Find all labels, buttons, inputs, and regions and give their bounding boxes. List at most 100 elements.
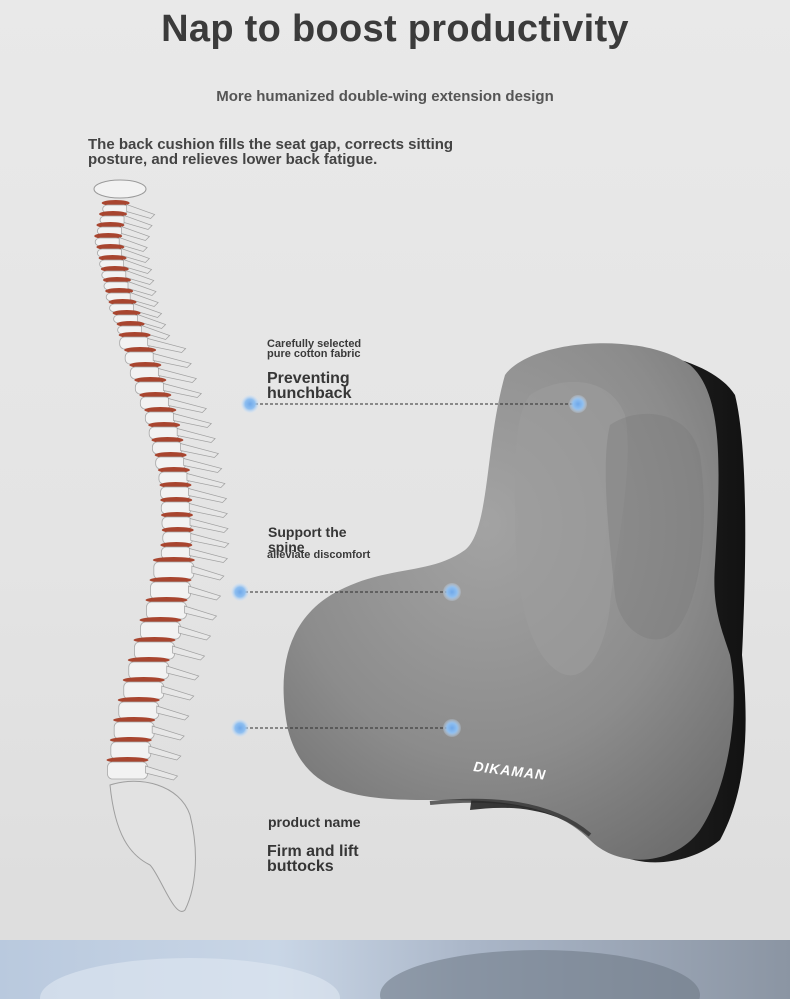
spinous-process xyxy=(180,443,220,458)
spine-illustration xyxy=(80,175,270,920)
vertebra xyxy=(128,661,170,680)
spinous-process xyxy=(121,226,151,241)
spinal-disc xyxy=(151,437,184,443)
spinal-disc xyxy=(160,542,193,548)
cushion-shadow-right xyxy=(605,413,704,640)
vertebra xyxy=(146,601,187,620)
spinous-process xyxy=(191,565,225,581)
vertebra xyxy=(110,741,152,760)
sacrum xyxy=(109,780,196,912)
vertebra xyxy=(113,721,155,740)
spinal-disc xyxy=(154,452,187,458)
spinal-disc xyxy=(109,737,152,743)
spinal-disc xyxy=(116,321,145,327)
label-buttocks: Firm and lift buttocks xyxy=(267,843,359,875)
spinal-disc xyxy=(129,362,162,368)
subheadline: More humanized double-wing extension des… xyxy=(216,88,554,105)
spinous-process xyxy=(148,745,182,761)
label-support: Support the spine xyxy=(268,524,347,555)
spinal-disc xyxy=(118,332,151,338)
spinous-process xyxy=(176,428,216,443)
spinal-disc xyxy=(149,577,192,583)
spinal-disc xyxy=(159,482,192,488)
spinal-disc xyxy=(161,512,193,518)
spinal-disc xyxy=(133,637,176,643)
spinal-disc xyxy=(134,377,167,383)
vertebra xyxy=(153,561,195,580)
spinal-disc xyxy=(152,557,195,563)
spinous-process xyxy=(188,548,229,563)
headline: Nap to boost productivity xyxy=(161,8,629,50)
vertebra xyxy=(134,641,175,660)
spinous-process xyxy=(126,204,156,219)
vertebra xyxy=(107,761,148,780)
spinous-process xyxy=(188,488,228,503)
spinous-process xyxy=(157,368,198,383)
spinous-process xyxy=(141,325,171,340)
spinal-disc xyxy=(98,255,127,261)
spinal-disc xyxy=(96,244,125,250)
spinal-disc xyxy=(148,422,181,428)
spinal-disc xyxy=(100,266,129,272)
spinal-disc xyxy=(139,617,182,623)
vertebra xyxy=(118,701,160,720)
spinous-process xyxy=(188,585,222,601)
spinous-process xyxy=(129,292,159,307)
spinous-process xyxy=(190,533,230,548)
spinal-disc xyxy=(101,200,130,206)
spinal-disc xyxy=(122,677,165,683)
spinous-process xyxy=(123,215,153,230)
spinous-process xyxy=(186,473,226,488)
spinal-disc xyxy=(145,597,188,603)
spinal-disc xyxy=(94,233,123,239)
spinal-disc xyxy=(144,407,177,413)
spinous-process xyxy=(167,398,208,413)
spinous-process xyxy=(184,605,218,621)
spinal-disc xyxy=(112,310,141,316)
spinous-process xyxy=(137,314,167,329)
vertebra xyxy=(150,581,191,600)
vertebra xyxy=(123,681,165,700)
spinal-disc xyxy=(105,288,134,294)
spinal-disc xyxy=(124,347,157,353)
spinous-process xyxy=(125,270,155,285)
spinal-disc xyxy=(113,717,156,723)
label-product-name: product name xyxy=(268,814,361,830)
cushion-seam xyxy=(429,798,592,837)
next-section-preview xyxy=(0,940,790,999)
cushion-graphic: DIKAMAN xyxy=(283,343,746,863)
spinal-disc xyxy=(99,211,128,217)
spinous-process xyxy=(162,383,203,398)
spinous-process xyxy=(151,725,185,741)
spinal-disc xyxy=(108,299,137,305)
spinal-disc xyxy=(161,527,194,533)
spinous-process xyxy=(127,281,157,296)
spinous-process xyxy=(188,503,228,518)
spinal-disc xyxy=(127,657,170,663)
spinous-process xyxy=(166,665,200,681)
spinal-disc xyxy=(157,467,190,473)
spinous-process xyxy=(172,413,213,428)
spinous-process xyxy=(189,518,229,533)
spinous-process xyxy=(156,705,190,721)
spinous-process xyxy=(133,303,163,318)
spinous-process xyxy=(147,338,187,353)
spinous-process xyxy=(123,259,153,274)
spinous-process xyxy=(172,645,206,661)
spinal-disc xyxy=(139,392,172,398)
spinal-disc xyxy=(103,277,131,283)
vertebra xyxy=(140,621,181,640)
spine-graphic xyxy=(93,179,230,912)
atlas-vertebra xyxy=(93,179,147,199)
lumbar-cushion-image: DIKAMAN xyxy=(280,335,760,875)
spinous-process xyxy=(152,353,192,368)
spinous-process xyxy=(145,765,179,781)
spinal-disc xyxy=(117,697,160,703)
spinous-process xyxy=(118,237,148,252)
label-hunchback: Preventing hunchback xyxy=(267,370,352,402)
cushion-ridge xyxy=(515,381,628,676)
spinous-process xyxy=(178,625,212,641)
intro-text: The back cushion fills the seat gap, cor… xyxy=(88,136,454,168)
label-fabric: Carefully selected pure cotton fabric xyxy=(267,338,362,360)
